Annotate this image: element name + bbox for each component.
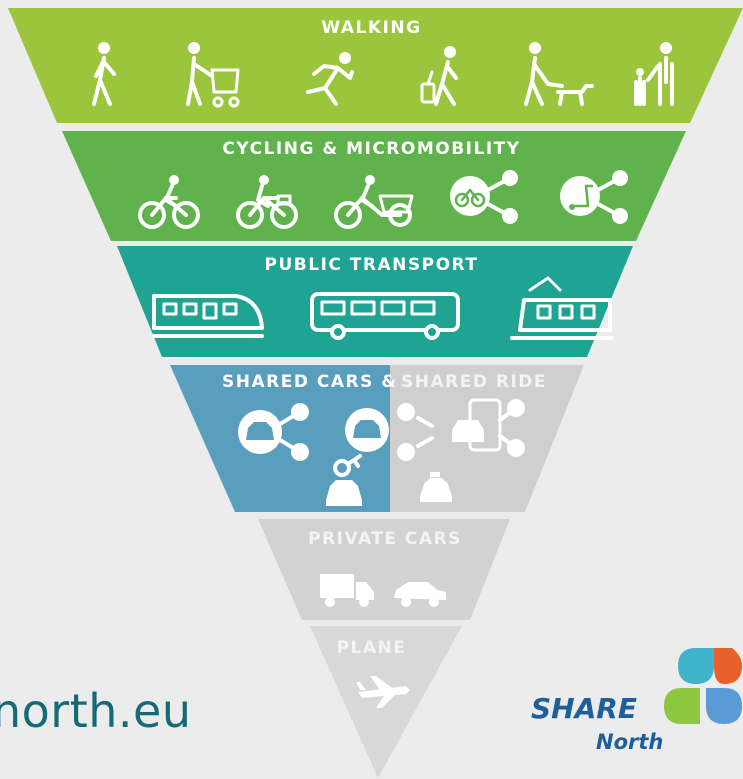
person-walking-dog-icon — [524, 42, 594, 106]
shared-bike-icon — [450, 170, 518, 224]
shared-car-icon — [238, 403, 309, 461]
tier-walking-label: WALKING — [321, 18, 422, 38]
tier-shared-cars-label: SHARED CARS & — [222, 372, 398, 392]
website-url: north.eu — [0, 684, 192, 738]
person-with-stroller-icon — [186, 42, 240, 108]
bicycle-with-basket-icon — [236, 175, 298, 229]
train-icon — [152, 294, 264, 338]
cargo-bike-icon — [334, 175, 414, 229]
shared-scooter-icon — [560, 170, 628, 224]
shared-ride-phone-icon — [397, 398, 525, 461]
tier-plane-label: PLANE — [336, 638, 407, 658]
tier-cycling-label: CYCLING & MICROMOBILITY — [222, 139, 521, 159]
running-person-icon — [306, 52, 354, 106]
bicycle-icon — [138, 175, 200, 229]
tier-cycling-band — [62, 131, 686, 241]
bus-icon — [310, 292, 460, 340]
tier-shared-ride-label: SHARED RIDE — [401, 372, 548, 392]
walking-person-icon — [92, 42, 116, 106]
car-key-icon — [326, 454, 362, 506]
adult-and-child-icon — [634, 42, 674, 106]
shared-car-icon — [345, 408, 389, 452]
person-with-suitcase-icon — [420, 46, 458, 106]
airplane-icon — [356, 676, 410, 708]
logo-share-text: SHARE — [531, 692, 637, 725]
tier-public-transport-label: PUBLIC TRANSPORT — [264, 255, 479, 275]
truck-icon — [320, 574, 374, 607]
tram-icon — [510, 276, 614, 340]
share-north-logo-mark — [664, 648, 742, 724]
private-car-icon — [394, 582, 446, 607]
tier-private-cars-label: PRIVATE CARS — [308, 529, 462, 549]
logo-north-text: North — [596, 730, 664, 754]
taxi-icon — [420, 472, 452, 502]
